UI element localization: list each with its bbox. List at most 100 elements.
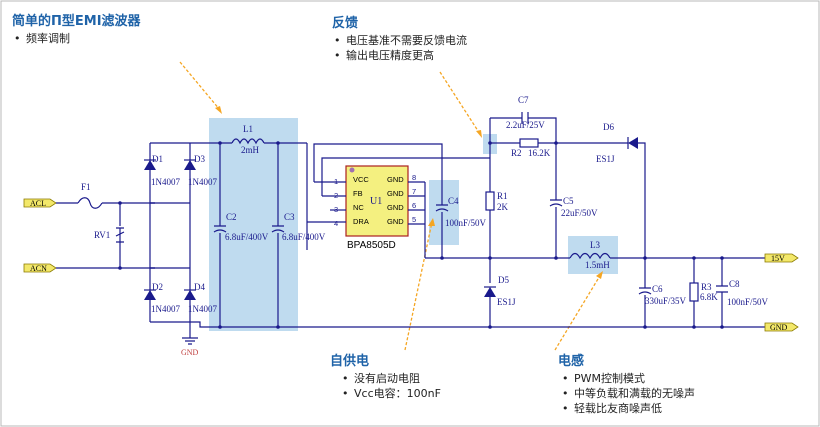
selfsupply-title: 自供电	[330, 354, 370, 369]
u1-pin-gnd-8: GND	[387, 175, 404, 184]
r1-value: 2K	[497, 202, 509, 212]
c4-label: C4	[448, 196, 459, 206]
rv1-label: RV1	[94, 230, 110, 240]
capacitor-c3	[271, 225, 285, 233]
resistor-r2	[519, 138, 539, 148]
vcc-wire	[313, 143, 443, 183]
r1-label: R1	[497, 191, 508, 201]
u1-pin1-dot	[349, 167, 355, 173]
d2-value: 1N4007	[151, 304, 180, 314]
junction-dots	[118, 141, 724, 329]
acl-port	[23, 198, 57, 208]
out-15v-port	[764, 253, 799, 263]
inductor-arrow	[554, 273, 602, 351]
capacitor-c8	[716, 285, 728, 293]
selfsupply-bullet: Vcc电容：100nF	[342, 386, 441, 401]
c7-wire-right	[528, 117, 557, 143]
c7-value: 2.2uF/25V	[506, 120, 545, 130]
d4-label: D4	[194, 282, 205, 292]
capacitor-c6	[638, 287, 652, 295]
fuse-f1	[77, 197, 103, 209]
gnd-symbol-label: GND	[181, 348, 199, 357]
out-gnd-port	[764, 322, 799, 332]
u1-pin-num-8: 8	[412, 173, 416, 182]
ground-symbol	[182, 337, 198, 345]
feedback-title: 反馈	[332, 16, 359, 31]
diode-d6	[628, 137, 638, 149]
diode-d2	[144, 290, 156, 300]
c3-value: 6.8uF/400V	[282, 232, 326, 242]
d3-label: D3	[194, 154, 205, 164]
u1-pin-num-5: 5	[412, 215, 416, 224]
d5-label: D5	[498, 275, 509, 285]
l3-value: 1.5mH	[585, 260, 610, 270]
bridge-mid-wires	[150, 202, 190, 269]
inductor-bullet: 轻载比友商噪声低	[562, 401, 695, 416]
l1-label: L1	[243, 124, 253, 134]
r3-label: R3	[701, 282, 712, 292]
diode-d5	[484, 287, 496, 297]
c8-value: 100nF/50V	[727, 297, 769, 307]
inductor-title: 电感	[558, 354, 585, 369]
feedback-bullet: 电压基准不需要反馈电流	[334, 33, 467, 48]
u1-pin-num-7: 7	[412, 187, 416, 196]
out-gnd-label: GND	[770, 323, 788, 332]
r3-value: 6.8K	[700, 292, 718, 302]
out-15v-label: 15V	[771, 254, 785, 263]
inductor-highlight	[568, 236, 618, 274]
u1-gnd-pins-wire	[408, 181, 426, 258]
d6-wire	[638, 142, 646, 258]
selfsupply-bullets: 没有启动电阻 Vcc电容：100nF	[330, 371, 441, 401]
d1-label: D1	[152, 154, 163, 164]
u1-pin-num-6: 6	[412, 201, 416, 210]
c4-value: 100nF/50V	[445, 218, 487, 228]
d4-value: 1N4007	[188, 304, 217, 314]
c6-value: 330uF/35V	[645, 296, 687, 306]
feedback-arrow	[439, 71, 481, 135]
inductor-bullet: 中等负载和满载的无噪声	[562, 386, 695, 401]
fb-wire	[321, 157, 490, 197]
emi-bullets: 频率调制	[12, 31, 141, 46]
u1-label: U1	[370, 196, 382, 207]
u1-pin-nc: NC	[353, 203, 364, 212]
acn-port-label: ACN	[30, 264, 47, 273]
c6-label: C6	[652, 284, 663, 294]
c2-value: 6.8uF/400V	[225, 232, 269, 242]
d6-label: D6	[603, 122, 614, 132]
c2-label: C2	[226, 212, 237, 222]
inductor-l1	[231, 138, 265, 145]
bridge-frame	[149, 142, 191, 323]
inductor-l3	[569, 252, 611, 260]
l1-value: 2mH	[241, 145, 260, 155]
acn-port	[23, 263, 57, 273]
capacitor-c2	[213, 225, 227, 233]
c7-label: C7	[518, 95, 529, 105]
inductor-annotation: 电感 PWM控制模式 中等负载和满载的无噪声 轻载比友商噪声低	[558, 350, 695, 416]
u1-pin-fb: FB	[353, 189, 363, 198]
acl-port-label: ACL	[30, 199, 46, 208]
c5-value: 22uF/50V	[561, 208, 598, 218]
u1-chip-body	[345, 165, 409, 237]
feedback-bullet: 输出电压精度更高	[334, 48, 467, 63]
selfsupply-annotation: 自供电 没有启动电阻 Vcc电容：100nF	[330, 350, 441, 401]
d2-label: D2	[152, 282, 163, 292]
feedback-bullets: 电压基准不需要反馈电流 输出电压精度更高	[332, 33, 467, 63]
bridge-ac-taps	[150, 202, 155, 269]
emi-annotation: 简单的Π型EMI滤波器 频率调制	[12, 10, 141, 46]
resistor-r3	[689, 282, 699, 302]
d1-value: 1N4007	[151, 177, 180, 187]
feedback-annotation: 反馈 电压基准不需要反馈电流 输出电压精度更高	[332, 12, 467, 63]
emi-title: 简单的Π型EMI滤波器	[12, 14, 141, 29]
u1-pin-gnd-7: GND	[387, 189, 404, 198]
c8-label: C8	[729, 279, 740, 289]
emi-arrow	[179, 61, 221, 111]
emi-filter-highlight	[209, 118, 298, 331]
varistor-rv1	[115, 227, 125, 243]
emi-bullet: 频率调制	[14, 31, 141, 46]
c3-label: C3	[284, 212, 295, 222]
cap-feed-wires	[219, 143, 279, 226]
selfsupply-arrow	[404, 221, 433, 351]
d5-value: ES1J	[497, 297, 516, 307]
